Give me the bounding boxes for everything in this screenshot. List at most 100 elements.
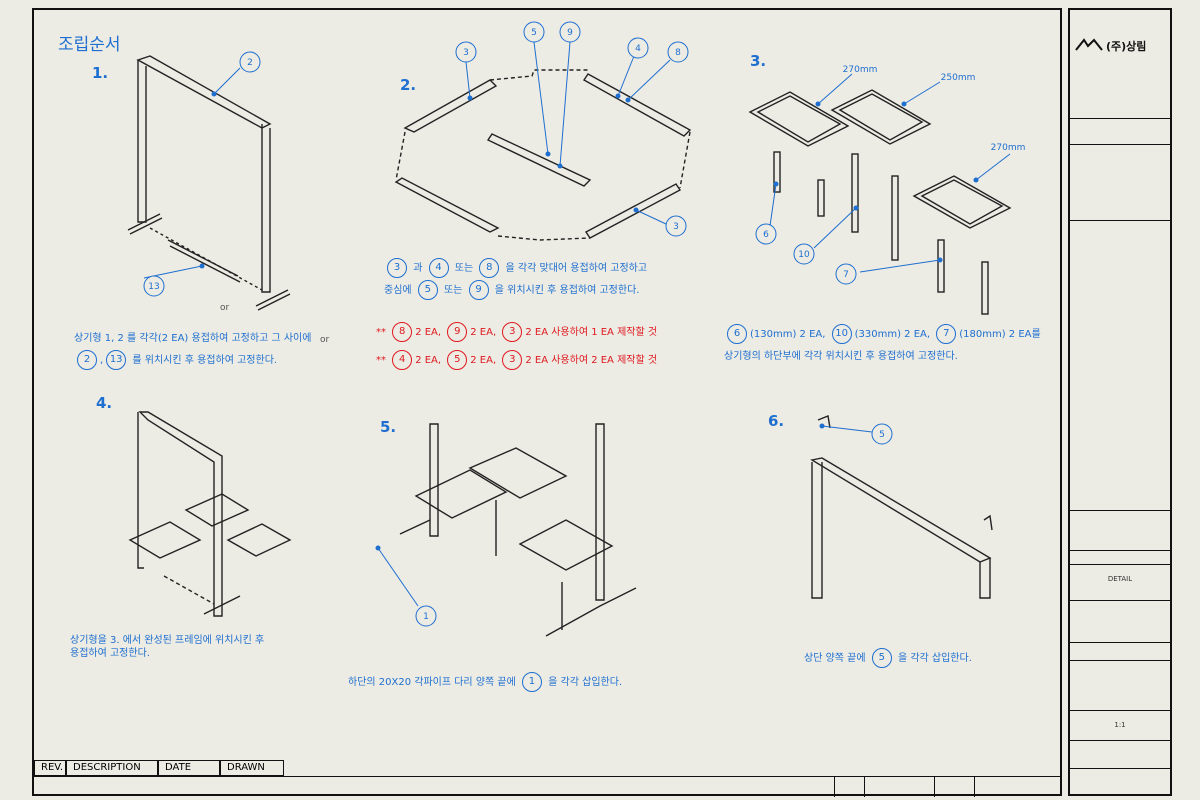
step3-brackets-drawing (748, 89, 1012, 315)
date-header: DATE (158, 760, 220, 776)
step3-note-text: (180mm) 2 EA를 (959, 329, 1041, 340)
title-block-row (1070, 144, 1170, 220)
step2-note-text: 을 각각 맞대어 용접하여 고정하고 (505, 263, 648, 274)
note-balloon: 4 (428, 258, 449, 278)
note-balloon: 8 (392, 322, 413, 342)
title-block-row (1070, 510, 1170, 517)
note-balloon: 5 (871, 648, 892, 668)
balloon-6: 6 (763, 230, 769, 240)
scale-value: 1:1 (1070, 710, 1170, 732)
note-balloon: 13 (106, 350, 127, 370)
step4-note: 상기형을 3. 에서 완성된 프레임에 위치시킨 후 용접하여 고정한다. (70, 634, 264, 660)
note-balloon: 7 (936, 324, 957, 344)
step6-frame-drawing (810, 415, 993, 599)
step-3-number: 3. (750, 52, 767, 70)
step1-note: 상기형 1, 2 를 각각(2 EA) 용접하여 고정하고 그 사이에 2,13… (74, 328, 311, 372)
step4-note-line1: 상기형을 3. 에서 완성된 프레임에 위치시킨 후 (70, 635, 265, 646)
step2-note-text: 을 위치시킨 후 용접하여 고정한다. (494, 285, 640, 296)
step5-note-text: 하단의 20X20 각파이프 다리 양쪽 끝에 (348, 677, 516, 688)
step4-note-line2: 용접하여 고정한다. (70, 648, 150, 659)
balloon-7: 7 (843, 270, 849, 280)
note-balloon: 9 (468, 280, 489, 300)
note-balloon: 2 (77, 350, 97, 370)
bottom-strip (34, 776, 1062, 797)
warning-text: 2 EA 사용하여 2 EA 제작할 것 (525, 355, 658, 366)
step6-note: 상단 양쪽 끝에 5 을 각각 삽입한다. (804, 648, 972, 670)
note-balloon: 1 (521, 672, 542, 692)
step5-assembly-drawing (399, 423, 637, 637)
balloon-1: 1 (423, 612, 429, 622)
warning-text: 2 EA, (470, 355, 497, 366)
warning-text: 2 EA, (415, 355, 442, 366)
title-block-row (1070, 660, 1170, 667)
note-balloon: 5 (417, 280, 438, 300)
balloon-10: 10 (798, 250, 810, 260)
company-logo-icon (1075, 38, 1103, 51)
title-block-row (1070, 118, 1170, 125)
step2-rails-drawing (394, 69, 692, 241)
step2-note-line1: 3 과 4 또는 8 을 각각 맞대어 용접하여 고정하고 (384, 258, 647, 280)
title-block-row (1070, 768, 1170, 775)
warning-text: 2 EA 사용하여 1 EA 제작할 것 (525, 327, 658, 338)
warning-text: 2 EA, (415, 327, 442, 338)
title-block-row (1070, 642, 1170, 649)
balloon-4: 4 (635, 44, 641, 54)
note-balloon: 4 (392, 350, 413, 370)
step2-note-line2: 중심에 5 또는 9 을 위치시킨 후 용접하여 고정한다. (384, 280, 647, 302)
title-block-row (1070, 600, 1170, 607)
revision-table: REV. DESCRIPTION DATE DRAWN (34, 760, 284, 776)
drawing-title: DETAIL (1070, 564, 1170, 586)
step5-note-text: 을 각각 삽입한다. (548, 677, 623, 688)
step-1-number: 1. (92, 64, 109, 82)
balloon-2: 2 (247, 58, 253, 68)
note-balloon: 10 (831, 324, 852, 344)
balloon-3b: 3 (673, 222, 679, 232)
note-balloon: 3 (387, 258, 407, 278)
step-5-number: 5. (380, 418, 397, 436)
note-balloon: 8 (479, 258, 500, 278)
warning-text: 2 EA, (470, 327, 497, 338)
balloon-3: 3 (463, 48, 469, 58)
balloon-9: 9 (567, 28, 573, 38)
step5-note: 하단의 20X20 각파이프 다리 양쪽 끝에 1 을 각각 삽입한다. (348, 672, 622, 694)
step4-assembly-drawing (128, 411, 292, 617)
step2-note-text: 또는 (454, 263, 474, 274)
step6-note-text: 상단 양쪽 끝에 (804, 653, 866, 664)
title-block: (주)상림 DETAIL 1:1 (1068, 8, 1172, 796)
step2-note-text: 중심에 (384, 285, 412, 296)
note-balloon: 5 (447, 350, 468, 370)
step2-note-text: 과 (413, 263, 423, 274)
or-label-2: or (320, 335, 330, 345)
page-title: 조립순서 (58, 35, 121, 55)
step1-note-line1: 상기형 1, 2 를 각각(2 EA) 용접하여 고정하고 그 사이에 (74, 333, 312, 344)
or-label-1: or (220, 303, 230, 313)
drawn-header: DRAWN (220, 760, 284, 776)
company-name: (주)상림 (1106, 40, 1147, 53)
balloon-5: 5 (531, 28, 537, 38)
step3-note: 6(130mm) 2 EA, 10(330mm) 2 EA, 7(180mm) … (724, 324, 1041, 368)
step-6-number: 6. (768, 412, 785, 430)
step3-note-text: (330mm) 2 EA, (854, 329, 931, 340)
step-2-number: 2. (400, 76, 417, 94)
title-block-row (1070, 550, 1170, 557)
step6-note-text: 을 각각 삽입한다. (897, 653, 972, 664)
step2-note-text: 또는 (443, 285, 463, 296)
title-block-row (1070, 220, 1170, 510)
step3-note-line2: 상기형의 하단부에 각각 위치시킨 후 용접하여 고정한다. (724, 351, 958, 362)
balloon-13: 13 (148, 282, 159, 292)
balloon-5b: 5 (879, 430, 885, 440)
drawing-frame (32, 8, 1062, 796)
description-header: DESCRIPTION (66, 760, 158, 776)
step1-frame-drawing (127, 55, 291, 311)
note-balloon: 6 (727, 324, 747, 344)
note-balloon: 9 (447, 322, 468, 342)
step2-note: 3 과 4 또는 8 을 각각 맞대어 용접하여 고정하고 중심에 5 또는 9… (384, 258, 647, 302)
step3-note-line1: 6(130mm) 2 EA, 10(330mm) 2 EA, 7(180mm) … (724, 324, 1041, 346)
balloon-8: 8 (675, 48, 681, 58)
dimension-270mm-b: 270mm (991, 143, 1026, 153)
step3-note-text: (130mm) 2 EA, (750, 329, 826, 340)
note-balloon: 3 (502, 350, 523, 370)
